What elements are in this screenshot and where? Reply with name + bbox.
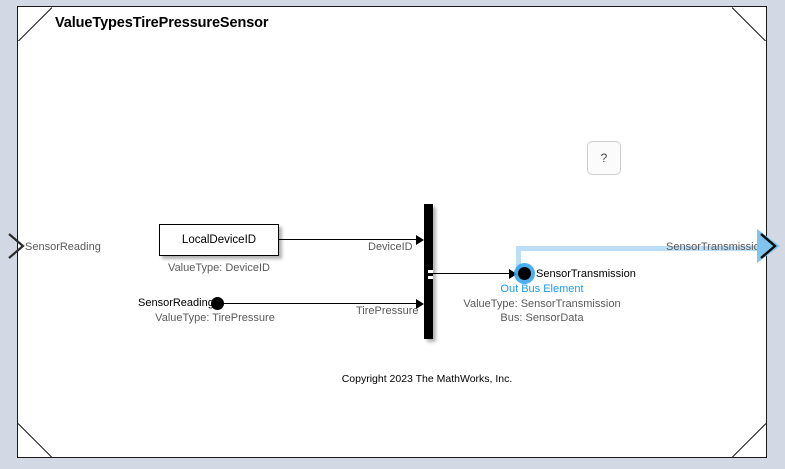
model-canvas[interactable]: ValueTypesTirePressureSensor LocalDevice… xyxy=(17,6,767,458)
signal-label-tirepressure: TirePressure xyxy=(356,305,419,317)
canvas-corner-marker-top-left xyxy=(18,7,52,41)
output-port-sensortransmission[interactable] xyxy=(756,228,782,264)
canvas-corner-marker-bottom-right xyxy=(732,423,766,457)
block-out-bus-element-dot[interactable] xyxy=(518,267,531,280)
annotation-local-device-id-valuetype: ValueType: DeviceID xyxy=(168,262,270,274)
signal-wire-deviceid[interactable] xyxy=(279,239,417,241)
annotation-sensortransmission-bus: Bus: SensorData xyxy=(500,312,584,324)
canvas-corner-marker-bottom-left xyxy=(18,423,52,457)
signal-arrowhead-deviceid xyxy=(416,235,424,245)
port-chevron-icon xyxy=(757,229,780,263)
block-local-device-id-label: LocalDeviceID xyxy=(181,234,257,246)
block-out-bus-element-label[interactable]: SensorTransmission xyxy=(536,268,636,280)
block-bus-creator[interactable] xyxy=(424,204,433,339)
question-mark-icon: ? xyxy=(600,151,608,165)
block-out-bus-element-type: Out Bus Element xyxy=(500,283,584,295)
canvas-corner-marker-top-right xyxy=(732,7,766,41)
signal-highlight-vertical xyxy=(516,246,521,276)
block-in-bus-element-label[interactable]: SensorReading xyxy=(138,297,214,309)
model-title: ValueTypesTirePressureSensor xyxy=(55,15,269,31)
port-chevron-icon xyxy=(8,233,25,259)
signal-arrowhead-tirepressure xyxy=(416,299,424,309)
copyright-annotation: Copyright 2023 The MathWorks, Inc. xyxy=(341,373,513,385)
signal-wire-tirepressure[interactable] xyxy=(223,303,417,305)
block-local-device-id[interactable]: LocalDeviceID xyxy=(159,224,279,256)
signal-label-sensortransmission: SensorTransmission xyxy=(666,241,766,253)
signal-highlight-horizontal-top xyxy=(516,246,766,251)
annotation-sensorreading-valuetype: ValueType: TirePressure xyxy=(155,312,275,324)
input-port-sensorreading[interactable] xyxy=(6,231,28,261)
help-badge-button[interactable]: ? xyxy=(587,141,621,175)
block-in-bus-element-dot[interactable] xyxy=(211,297,224,310)
input-port-label: SensorReading xyxy=(25,241,101,253)
annotation-sensortransmission-valuetype: ValueType: SensorTransmission xyxy=(463,298,621,310)
bus-creator-notch-lower xyxy=(428,276,433,279)
signal-wire-sensortransmission[interactable] xyxy=(433,273,515,275)
signal-arrowhead-sensortransmission xyxy=(509,269,517,279)
bus-creator-notch-upper xyxy=(428,270,433,273)
signal-label-deviceid: DeviceID xyxy=(368,241,413,253)
